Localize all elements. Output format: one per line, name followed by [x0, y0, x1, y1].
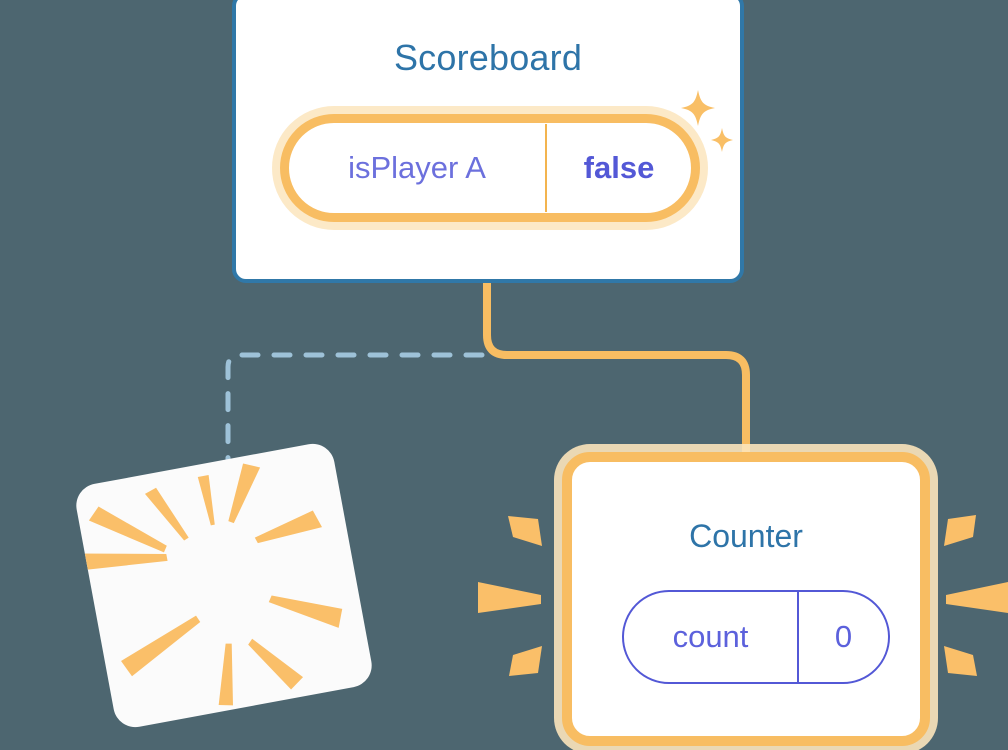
burst-ray-w [72, 553, 168, 572]
burst-ray-s [218, 643, 233, 706]
burst-card[interactable] [72, 440, 376, 731]
scoreboard-card[interactable]: Scoreboard isPlayer A false [232, 0, 744, 283]
counter-state-value: 0 [834, 619, 853, 654]
counter-ray-left-bottom [509, 646, 542, 676]
sparkle-small-icon [711, 128, 733, 152]
burst-ray-nne [228, 463, 261, 524]
scoreboard-state-key: isPlayer A [348, 150, 486, 185]
counter-ray-right-mid [946, 582, 1008, 613]
burst-ray-n [197, 474, 215, 526]
scoreboard-state-pill-wrap: isPlayer A false [272, 106, 708, 230]
counter-ray-right-top [944, 515, 976, 546]
burst-ray-ene [268, 595, 343, 628]
connector-scoreboard-to-counter [483, 276, 750, 460]
counter-left-rays [478, 516, 542, 676]
counter-ray-right-bottom [944, 646, 977, 676]
counter-ray-left-top [508, 516, 542, 546]
burst-rays-group [72, 463, 343, 706]
burst-ray-nnw [144, 487, 189, 541]
burst-ray-ese [248, 638, 304, 690]
connector-scoreboard-to-burst-card [225, 352, 485, 469]
counter-right-rays [944, 515, 1008, 676]
counter-ray-left-mid [478, 582, 541, 613]
burst-ray-ssw [121, 615, 201, 677]
counter-state-key: count [672, 619, 749, 654]
scoreboard-state-pill[interactable]: isPlayer A false [280, 114, 700, 222]
counter-card[interactable]: Counter count 0 [562, 452, 930, 746]
burst-ray-set [72, 463, 343, 706]
burst-ray-nw [88, 506, 167, 553]
sparkle-large-icon [681, 90, 715, 126]
counter-title: Counter [689, 518, 803, 554]
scoreboard-pill-divider [545, 124, 547, 212]
counter-pill-divider [797, 592, 799, 682]
burst-ray-ne [254, 510, 323, 544]
counter-state-pill[interactable]: count 0 [622, 590, 890, 684]
scoreboard-state-value: false [583, 150, 655, 185]
scoreboard-title: Scoreboard [393, 37, 583, 78]
sparkles-group [681, 90, 733, 152]
